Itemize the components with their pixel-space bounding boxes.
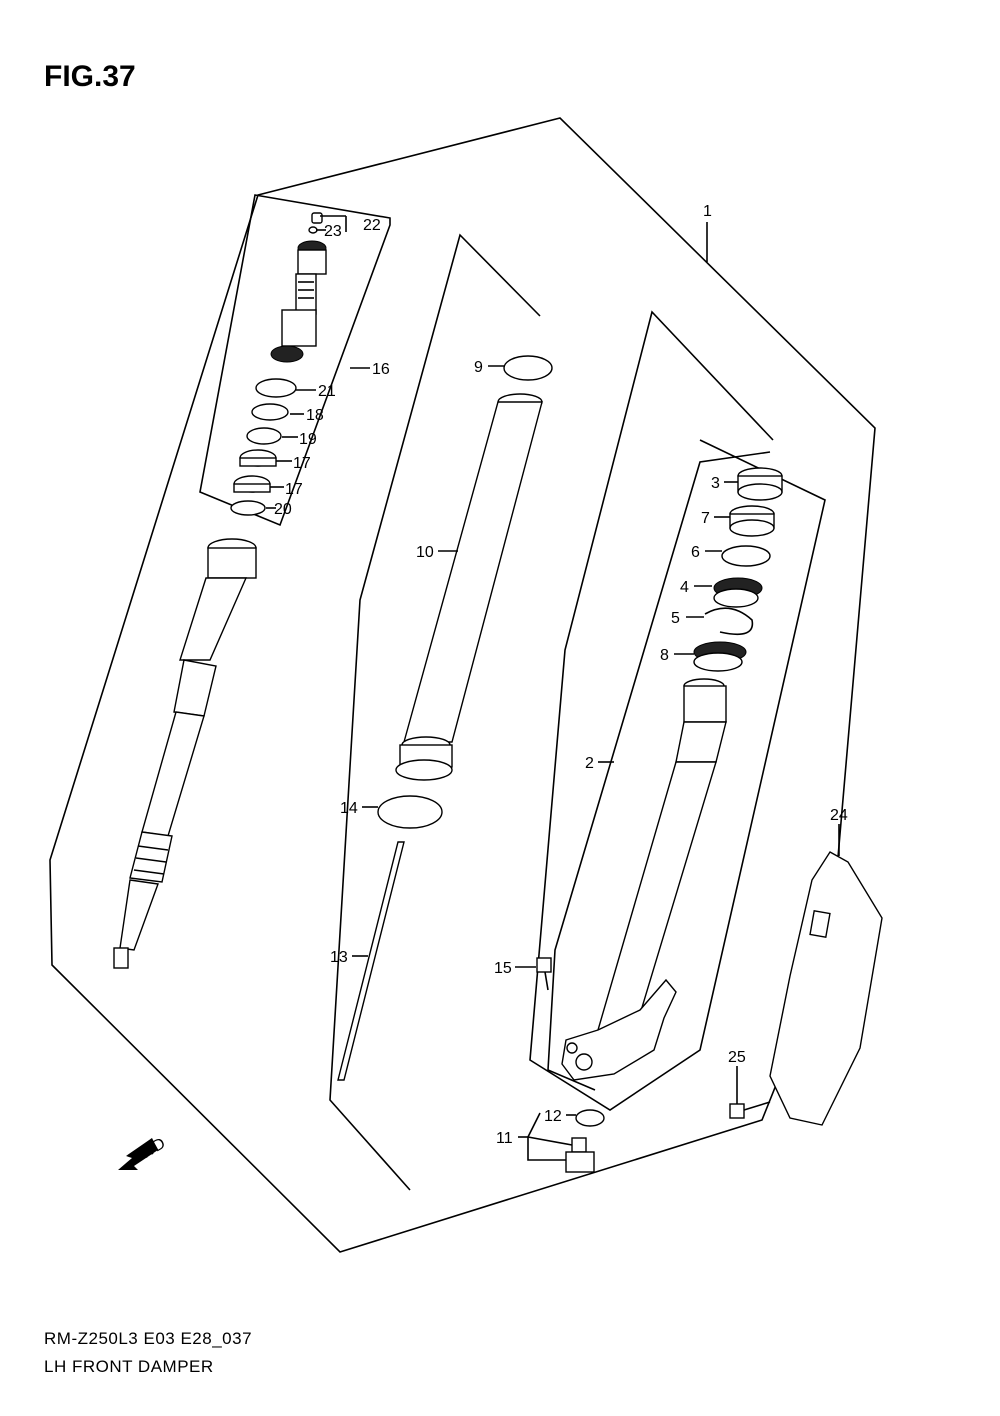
callout-3: 3 xyxy=(711,475,720,492)
figure-title: FIG.37 xyxy=(44,60,136,93)
leader-lines xyxy=(266,215,840,1161)
callout-22: 22 xyxy=(363,217,381,234)
diagram-code: RM-Z250L3 E03 E28_037 xyxy=(44,1329,253,1348)
callout-8: 8 xyxy=(660,647,669,664)
callout-25: 25 xyxy=(728,1049,746,1066)
outer-tube-part-2 xyxy=(561,678,727,1081)
left-cartridge-tube xyxy=(113,538,257,969)
washer-part-6 xyxy=(721,545,771,567)
callout-13: 13 xyxy=(330,949,348,966)
bolt-part-15 xyxy=(536,957,552,991)
rod-part-13 xyxy=(337,841,405,1081)
bushing-part-7 xyxy=(729,505,775,537)
diagram-name: LH FRONT DAMPER xyxy=(44,1357,214,1376)
outer-tube-group-outline xyxy=(529,310,826,1111)
callout-11: 11 xyxy=(496,1130,513,1147)
valve-part-11 xyxy=(565,1137,595,1173)
callout-16: 16 xyxy=(372,361,390,378)
fwd-arrow-icon: FWD xyxy=(118,1135,168,1170)
callout-labels: 1 22 23 16 21 18 19 17 17 20 9 10 14 13 … xyxy=(274,203,848,1147)
callout-18: 18 xyxy=(306,407,324,424)
callout-6: 6 xyxy=(691,544,700,561)
callout-19: 19 xyxy=(299,431,317,448)
callout-15: 15 xyxy=(494,960,512,977)
outer-tube-inner-outline xyxy=(547,451,771,1091)
cartridge-part-16 xyxy=(270,212,327,363)
callout-10: 10 xyxy=(416,544,434,561)
clip-part-5 xyxy=(704,607,754,636)
o-ring-part-14 xyxy=(377,795,443,829)
callout-7: 7 xyxy=(701,510,710,527)
o-ring-part-12 xyxy=(575,1109,605,1127)
ring-set xyxy=(230,378,297,516)
callout-12: 12 xyxy=(544,1108,562,1125)
callout-2: 2 xyxy=(585,755,594,772)
seal-part-8 xyxy=(693,641,747,672)
fwd-label: FWD xyxy=(128,1135,168,1168)
callout-9: 9 xyxy=(474,359,483,376)
callout-14: 14 xyxy=(340,800,358,817)
assembly-16-outline xyxy=(199,194,391,527)
callout-21: 21 xyxy=(318,383,336,400)
callout-1: 1 xyxy=(703,203,712,220)
callout-5: 5 xyxy=(671,610,680,627)
inner-tube-part-10 xyxy=(395,393,543,781)
assembly-1-outline xyxy=(49,117,876,1253)
guard-part-24 xyxy=(769,851,883,1126)
bushing-part-3 xyxy=(737,467,783,501)
tube-group-outline xyxy=(329,233,541,1191)
callout-17a: 17 xyxy=(293,455,311,472)
seal-part-4 xyxy=(713,577,763,608)
callout-20: 20 xyxy=(274,501,292,518)
callout-17b: 17 xyxy=(285,481,303,498)
callout-4: 4 xyxy=(680,579,689,596)
callout-24: 24 xyxy=(830,807,848,824)
callout-23: 23 xyxy=(324,223,342,240)
ring-part-9 xyxy=(503,355,553,381)
